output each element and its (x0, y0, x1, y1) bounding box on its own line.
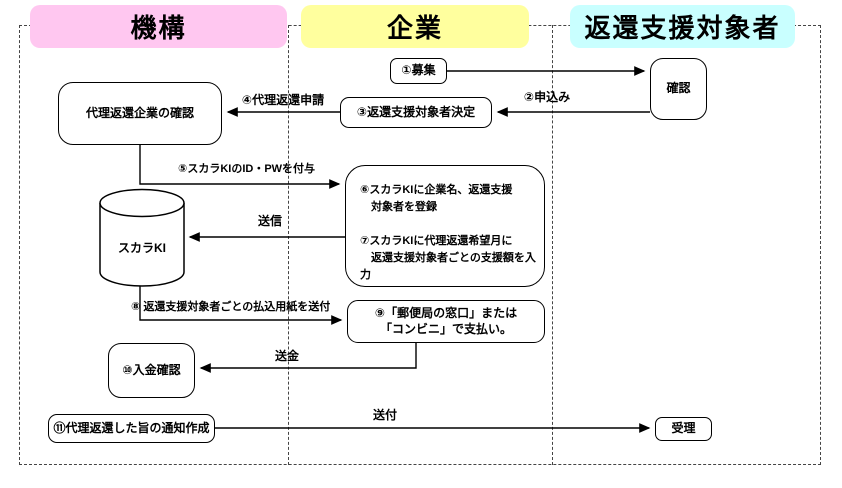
edge-label-proxy-request: ④代理返還申請 (241, 93, 325, 107)
node-proxy-company-check: 代理返還企業の確認 (58, 82, 222, 145)
lane-header-kigyou: 企業 (301, 5, 529, 48)
lane-separator-kigyou-taishousha (552, 25, 553, 465)
edge-label-apply: ②申込み (523, 90, 571, 104)
lane-header-taishousha: 返還支援対象者 (570, 5, 795, 48)
scalaki-database-label: スカラKI (117, 241, 166, 255)
node-notice-creation: ⑪代理返還した旨の通知作成 (48, 414, 215, 443)
node-accept: 受理 (655, 417, 712, 441)
lane-header-kigyou-label: 企業 (386, 13, 443, 43)
node-pay-at-postoffice: ⑨「郵便局の窓口」または 「コンビニ」で支払い。 (347, 300, 545, 343)
lane-header-taishousha-label: 返還支援対象者 (584, 13, 781, 43)
edge-label-grant-idpw: ⑤スカラKIのID・PWを付与 (178, 163, 316, 175)
edge-label-send: 送信 (257, 214, 282, 228)
edge-label-remit: 送金 (274, 349, 299, 363)
node-decide-target: ③返還支援対象者決定 (340, 97, 492, 128)
lane-separator-kikou-kigyou (288, 25, 289, 465)
node-register-and-input: ⑥スカラKIに企業名、返還支援 対象者を登録 ⑦スカラKIに代理返還希望月に 返… (345, 165, 545, 287)
lane-header-kikou-label: 機構 (130, 13, 187, 43)
node-recruit: ①募集 (390, 58, 447, 84)
node-confirm: 確認 (650, 58, 707, 120)
node-deposit-check: ⑩入金確認 (108, 343, 195, 398)
edge-label-payment-slip: ⑧ 返還支援対象者ごとの払込用紙を送付 (131, 301, 331, 313)
edge-label-delivery: 送付 (372, 408, 397, 422)
lane-header-kikou: 機構 (30, 5, 287, 48)
